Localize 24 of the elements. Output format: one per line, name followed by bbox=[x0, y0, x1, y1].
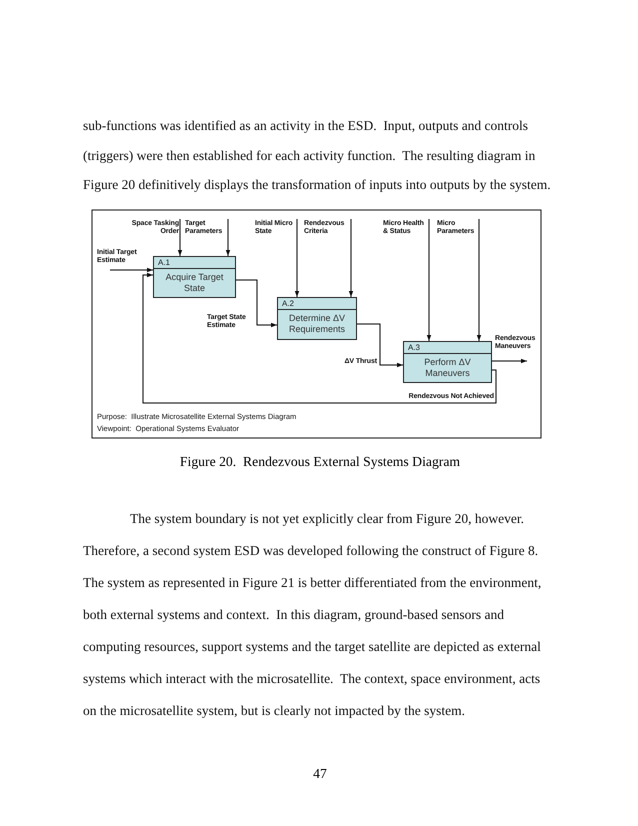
arrow bbox=[226, 218, 230, 256]
activity-box bbox=[277, 297, 357, 340]
activity-name: Perform ΔV Maneuvers bbox=[423, 356, 472, 379]
arrow bbox=[178, 218, 182, 256]
arrow bbox=[348, 218, 354, 298]
activity-number: A.3 bbox=[404, 342, 491, 354]
activity-name: Acquire Target State bbox=[164, 271, 224, 294]
activity-number: A.2 bbox=[278, 298, 356, 310]
activity-box bbox=[403, 341, 492, 383]
arrow bbox=[236, 280, 278, 328]
paragraph: sub-functions was identified as an activity in the ESD. Input, outputs and controls (triggers) were then established for each activity function. The resulting diagram in Figure 20 definitively displays the transformation of inputs into outputs by the system. bbox=[83, 117, 552, 194]
activity-number: A.1 bbox=[154, 257, 235, 269]
paragraph: The system boundary is not yet explicitly clear from Figure 20, however. Therefore, a second system ESD was developed following the construct of Figure 8. The system as represented in Figure 21 is better differentiated from the environment, both external systems and context. In this diagram, ground-based sensors and computing resources, support systems and the target satellite are depicted as external systems which interact with the microsatellite. The context, space environment, acts on the microsatellite system, but is clearly not impacted by the system. bbox=[83, 510, 542, 720]
arrow bbox=[294, 218, 300, 298]
arrow bbox=[426, 218, 432, 342]
activity-box bbox=[153, 256, 236, 298]
arrow bbox=[492, 358, 528, 364]
arrow bbox=[356, 324, 404, 368]
arrow bbox=[142, 272, 496, 404]
arrow bbox=[476, 218, 482, 342]
page-number: 47 bbox=[312, 766, 328, 782]
figure-caption: Figure 20. Rendezvous External Systems Diagram bbox=[178, 454, 462, 470]
arrow bbox=[110, 268, 154, 272]
activity-name: Determine ΔV Requirements bbox=[288, 312, 346, 335]
